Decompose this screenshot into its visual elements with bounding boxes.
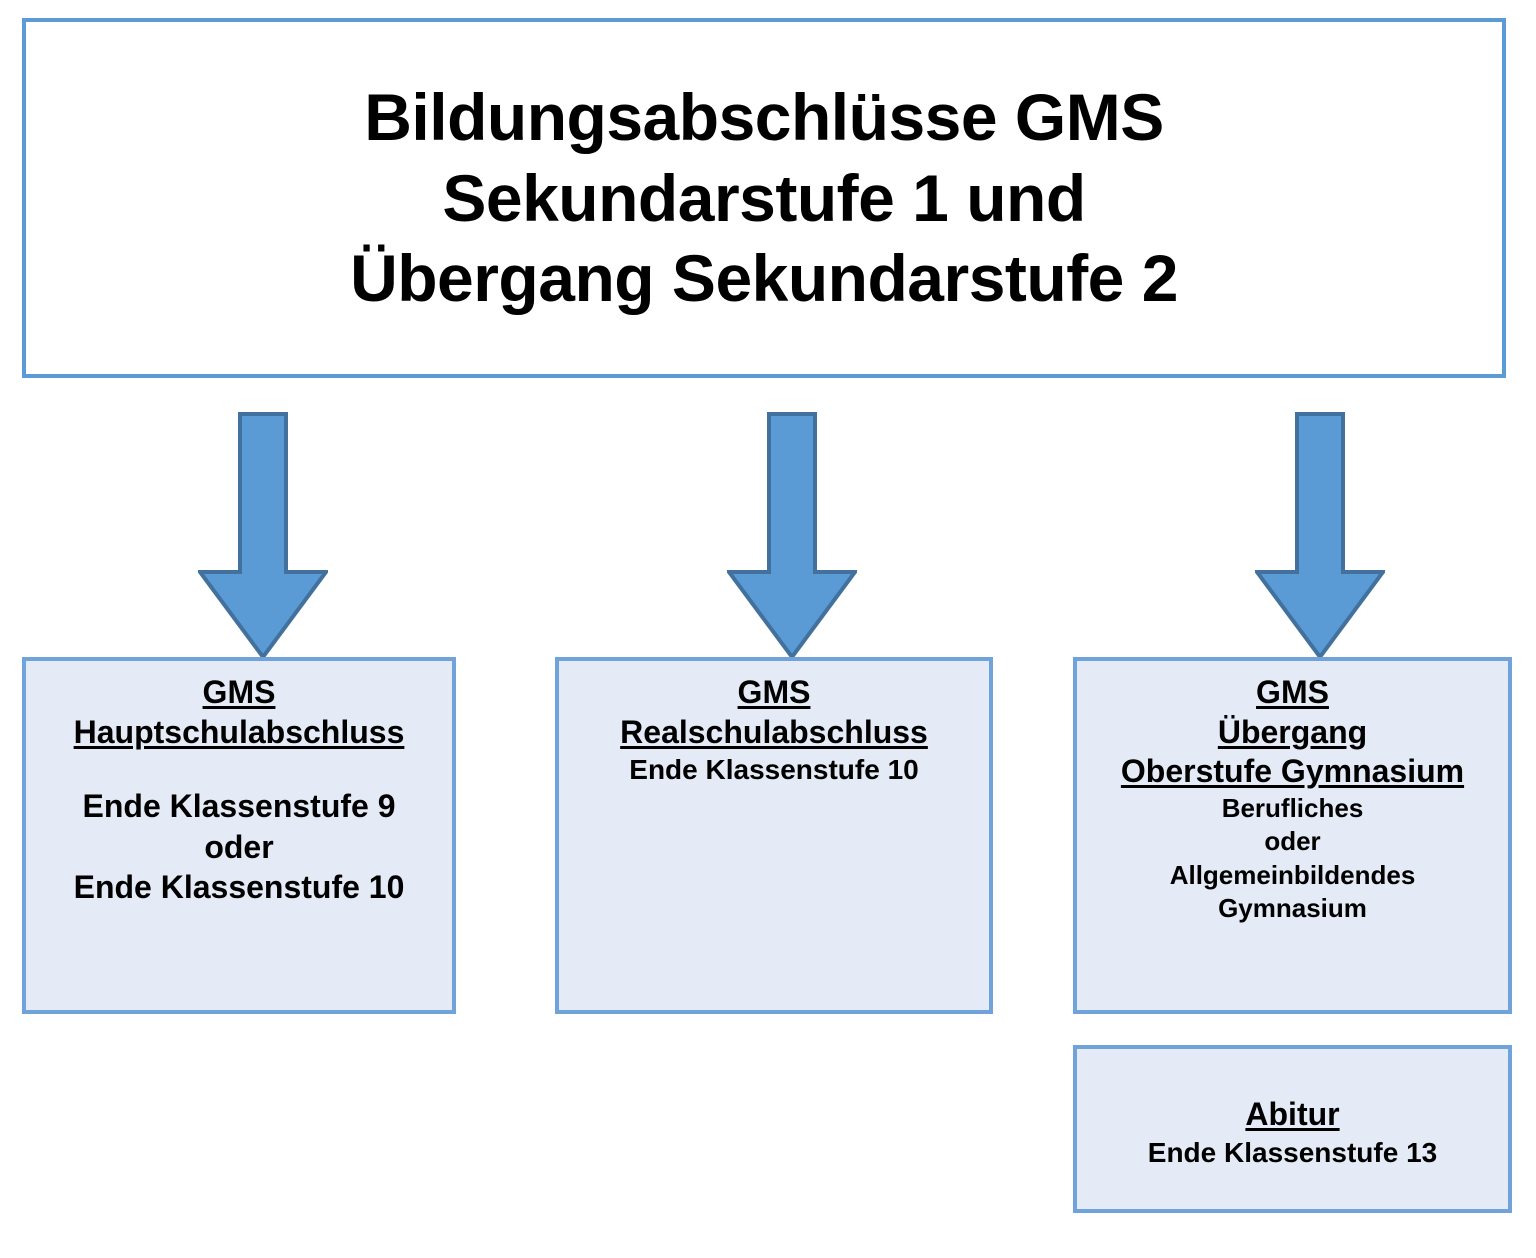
diagram-title-box: Bildungsabschlüsse GMS Sekundarstufe 1 u… [22,18,1506,378]
realschulabschluss-body-line-1: Ende Klassenstufe 10 [629,754,919,786]
diagram-title-line-1: Bildungsabschlüsse GMS [364,80,1164,155]
uebergang-head-line-2: Übergang [1217,713,1368,750]
box-abitur: Abitur Ende Klassenstufe 13 [1073,1045,1512,1213]
hauptschulabschluss-blank-line [36,752,442,786]
uebergang-body-line-4: Gymnasium [1218,892,1367,923]
hauptschulabschluss-head-line-1: GMS [202,674,276,710]
uebergang-body-line-2: oder [1264,826,1321,857]
uebergang-head-line-3: Oberstufe Gymnasium [1120,753,1465,790]
down-arrow-icon-realschulabschluss [727,412,857,660]
abitur-top-spacer [1087,1061,1498,1095]
diagram-title-line-2: Sekundarstufe 1 und [442,160,1086,235]
abitur-body-line-1: Ende Klassenstufe 13 [1147,1136,1438,1168]
uebergang-head-line-1: GMS [1256,674,1329,710]
box-uebergang-oberstufe-gymnasium: GMS Übergang Oberstufe Gymnasium Berufli… [1073,657,1512,1014]
uebergang-body-line-1: Berufliches [1221,793,1364,824]
diagram-title-line-3: Übergang Sekundarstufe 2 [350,241,1178,316]
hauptschulabschluss-body-line-3: Ende Klassenstufe 10 [73,868,405,905]
hauptschulabschluss-body-line-2: oder [204,828,274,865]
realschulabschluss-head-line-2: Realschulabschluss [620,713,928,750]
down-arrow-icon-uebergang-oberstufe [1255,412,1385,660]
down-arrow-icon-hauptschulabschluss [198,412,328,660]
hauptschulabschluss-body-line-1: Ende Klassenstufe 9 [82,788,396,825]
uebergang-body-line-3: Allgemeinbildendes [1169,859,1416,890]
box-realschulabschluss: GMS Realschulabschluss Ende Klassenstufe… [555,657,993,1014]
realschulabschluss-head-line-1: GMS [737,674,811,710]
abitur-head-line-1: Abitur [1245,1096,1340,1132]
box-hauptschulabschluss: GMS Hauptschulabschluss Ende Klassenstuf… [22,657,456,1014]
hauptschulabschluss-head-line-2: Hauptschulabschluss [73,713,405,750]
